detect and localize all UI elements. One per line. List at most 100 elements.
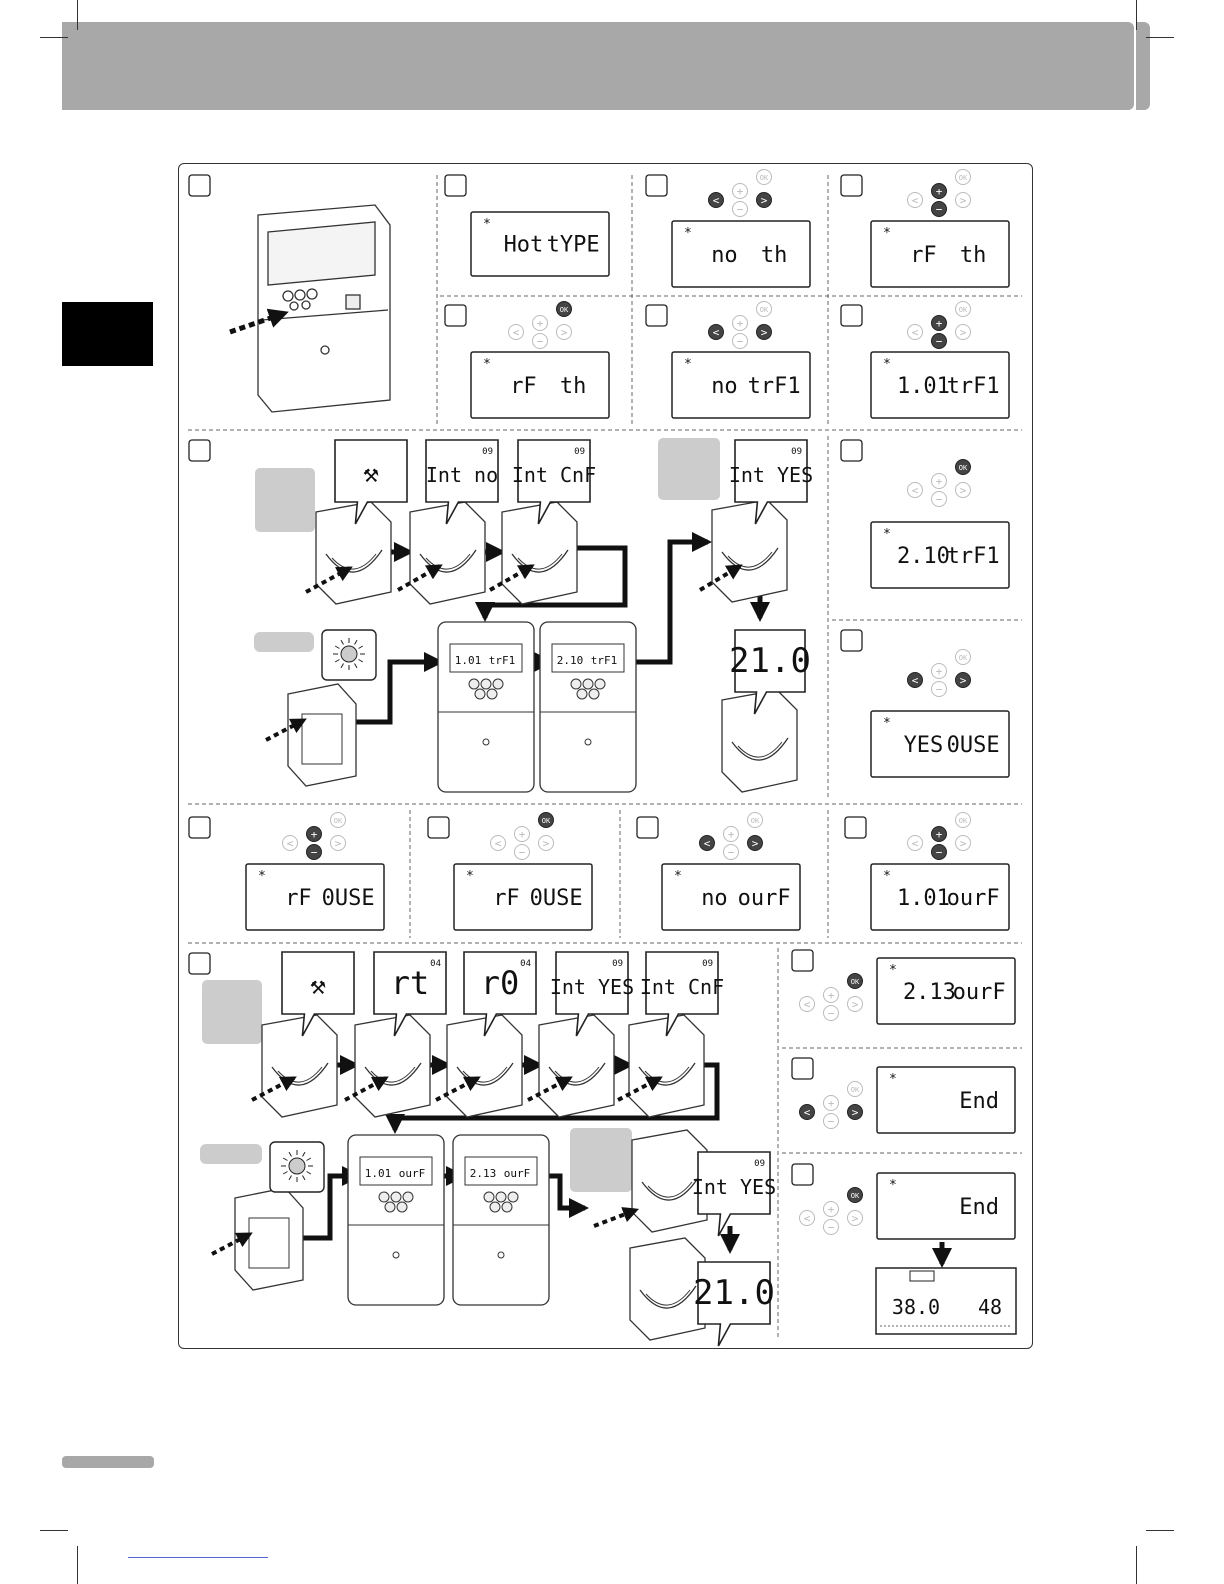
prev-button-icon [907,835,923,851]
ok-button-label: OK [760,306,769,314]
next-button-label: > [852,998,859,1011]
display-left-text: no [701,886,728,911]
next-button-icon [747,835,763,851]
step-14-box [844,816,867,839]
bubble-code: 04 [520,959,531,969]
bubble-text: Int no [426,463,498,487]
unit-right-text: trF1 [591,654,618,667]
display-left-text: 2.13 [903,980,956,1005]
bubble-code: 09 [612,959,623,969]
sun-led-icon-2 [269,1141,325,1193]
minus-button-label: − [828,1007,835,1020]
unit-right-text: ourF [504,1167,531,1180]
display-right-text: 0USE [947,733,1000,758]
minus-button-label: − [737,203,744,216]
display-right-text: 0USE [322,886,375,911]
step-10-box [840,629,863,652]
step-17-buttons: OK+−<> [799,1081,863,1129]
display-left-text: 1.01 [897,886,950,911]
minus-button-label: − [311,846,318,859]
prev-button-label: < [495,837,502,850]
display-left-text: rF [493,886,520,911]
step-4-buttons: OK+−<> [907,169,971,217]
next-button-label: > [561,326,568,339]
display-right-text: ourF [947,886,1000,911]
wall-module-2 [234,1187,304,1291]
lcd-temperature: 38.0 [892,1295,940,1319]
next-button-label: > [752,837,759,850]
ok-button-label: OK [959,654,968,662]
thermostat-4 [711,499,788,603]
display-right-text: trF1 [947,544,1000,569]
display-right-text: End [959,1195,999,1220]
next-button-label: > [761,194,768,207]
ok-button-icon [538,812,554,828]
thermostat-10 [628,1014,705,1118]
ok-button-icon [955,301,971,317]
step-17-display: *End [876,1066,1016,1134]
next-button-icon [847,996,863,1012]
press-arrow [489,564,535,592]
display-left-text: 1.01 [897,374,950,399]
plus-button-icon [823,1201,839,1217]
snowflake-icon: * [483,357,491,372]
snowflake-icon: * [883,716,891,731]
next-button-label: > [335,837,342,850]
minus-button-icon [931,844,947,860]
plus-button-icon [532,315,548,331]
crop-mark [77,1546,78,1584]
plus-button-label: + [936,475,943,488]
plus-button-icon [931,663,947,679]
header-tab [1136,22,1150,110]
display-left-text: no [711,243,738,268]
snowflake-icon: * [883,869,891,884]
minus-button-icon [723,844,739,860]
thermostat-6 [261,1014,338,1118]
display-right-text: th [960,243,987,268]
crop-mark [40,37,68,38]
unit-right-text: trF1 [489,654,516,667]
step-9-buttons: OK+−<> [907,459,971,507]
prev-button-icon [907,482,923,498]
prev-button-icon [282,835,298,851]
prev-button-label: < [804,998,811,1011]
plus-button-label: + [519,828,526,841]
next-button-label: > [852,1212,859,1225]
footer-link-line [128,1557,268,1558]
step-16-buttons: OK+−<> [799,973,863,1021]
display-right-text: tYPE [547,233,600,258]
next-button-label: > [543,837,550,850]
step-7-box [840,304,863,327]
display-right-text: th [761,243,788,268]
crop-mark [1136,0,1137,30]
bubble-text: Int CnF [640,975,724,999]
minus-button-label: − [828,1221,835,1234]
minus-button-label: − [936,493,943,506]
press-arrow [251,1076,297,1102]
snowflake-icon: * [258,869,266,884]
plus-button-label: + [737,185,744,198]
ok-button-label: OK [851,1086,860,1094]
display-left-text: 2.10 [897,544,950,569]
snowflake-icon: * [684,357,692,372]
display-right-text: ourF [953,980,1006,1005]
snowflake-icon: * [684,226,692,241]
ok-button-icon [747,812,763,828]
minus-button-icon [823,1219,839,1235]
snowflake-icon: * [883,226,891,241]
plus-button-label: + [828,1203,835,1216]
bubble-text: 21.0 [729,641,811,681]
next-button-icon [556,324,572,340]
plus-button-label: + [728,828,735,841]
plus-button-icon [306,826,322,842]
